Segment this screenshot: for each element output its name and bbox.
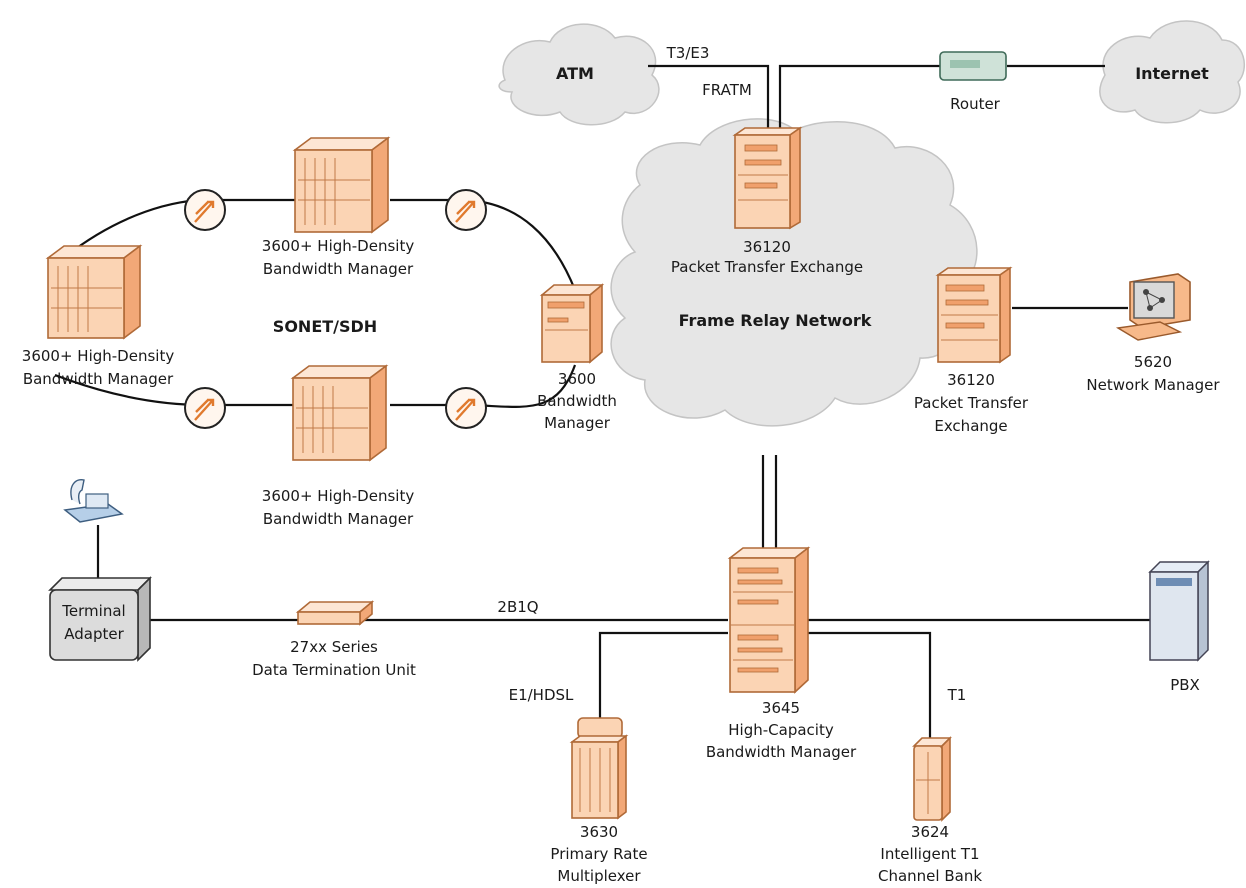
dtu-label-2: Data Termination Unit: [252, 661, 416, 679]
internet-cloud: [1099, 20, 1246, 124]
e1hdsl-label: E1/HDSL: [509, 686, 574, 704]
atm-label: ATM: [556, 64, 594, 83]
prm3630-name-1: Primary Rate: [550, 845, 647, 863]
ta-label-2: Adapter: [64, 625, 124, 643]
hd-bottom-label-1: 3600+ High-Density: [262, 487, 415, 505]
pte-top-device: [732, 126, 803, 230]
ring-repeater-2: [445, 189, 487, 231]
hd-top-label-2: Bandwidth Manager: [263, 260, 414, 278]
prm3630-number: 3630: [580, 823, 618, 841]
pte-top-number: 36120: [743, 238, 791, 256]
hd-left-label-1: 3600+ High-Density: [22, 347, 175, 365]
ta-label-1: Terminal: [61, 602, 125, 620]
t1-label: T1: [947, 686, 967, 704]
telephone-icon: [63, 478, 124, 523]
router-label: Router: [950, 95, 1001, 113]
hd-left-device: [45, 244, 143, 340]
dtu-label-1: 27xx Series: [290, 638, 378, 656]
hc3645-name-2: Bandwidth Manager: [706, 743, 857, 761]
connection-lines: [54, 64, 1150, 740]
cb3624-device: [912, 736, 952, 822]
cb3624-name-2: Channel Bank: [878, 867, 982, 885]
hd-top-device: [292, 136, 391, 234]
sonet-label: SONET/SDH: [273, 317, 377, 336]
hd-top-label-1: 3600+ High-Density: [262, 237, 415, 255]
prm3630-name-2: Multiplexer: [557, 867, 641, 885]
hd-bottom-device: [290, 364, 389, 462]
bm3600-number: 3600: [558, 370, 596, 388]
fratm-label: FRATM: [702, 81, 752, 99]
bm3600-name-1: Bandwidth: [537, 392, 617, 410]
cb3624-number: 3624: [911, 823, 949, 841]
bm3600-device: [539, 283, 605, 364]
frame-relay-label: Frame Relay Network: [679, 311, 872, 330]
pbx-device: [1148, 560, 1210, 662]
nm-number: 5620: [1134, 353, 1172, 371]
pte-right-number: 36120: [947, 371, 995, 389]
bm3600-name-2: Manager: [544, 414, 611, 432]
router-device: [939, 51, 1007, 81]
b2b1q-label: 2B1Q: [497, 598, 538, 616]
hd-bottom-label-2: Bandwidth Manager: [263, 510, 414, 528]
hc3645-name-1: High-Capacity: [728, 721, 834, 739]
ring-repeater-1: [184, 189, 226, 231]
labels: ATM Internet Frame Relay Network SONET/S…: [22, 44, 1221, 885]
atm-cloud: [498, 23, 660, 126]
network-manager-workstation: [1115, 273, 1191, 341]
terminal-adapter-device: [48, 576, 152, 662]
prm3630-device: [569, 717, 629, 820]
pbx-label: PBX: [1170, 676, 1200, 694]
pte-top-name: Packet Transfer Exchange: [671, 258, 863, 276]
t3e3-label: T3/E3: [666, 44, 710, 62]
ring-repeater-3: [184, 387, 226, 429]
internet-label: Internet: [1135, 64, 1209, 83]
nm-name: Network Manager: [1086, 376, 1220, 394]
hc3645-device: [727, 546, 811, 694]
pte-right-device: [935, 266, 1013, 364]
hc3645-number: 3645: [762, 699, 800, 717]
pte-right-name-2: Exchange: [934, 417, 1007, 435]
hd-left-label-2: Bandwidth Manager: [23, 370, 174, 388]
ring-repeater-4: [445, 387, 487, 429]
pte-right-name-1: Packet Transfer: [914, 394, 1029, 412]
dtu-device: [295, 600, 375, 626]
cb3624-name-1: Intelligent T1: [880, 845, 979, 863]
